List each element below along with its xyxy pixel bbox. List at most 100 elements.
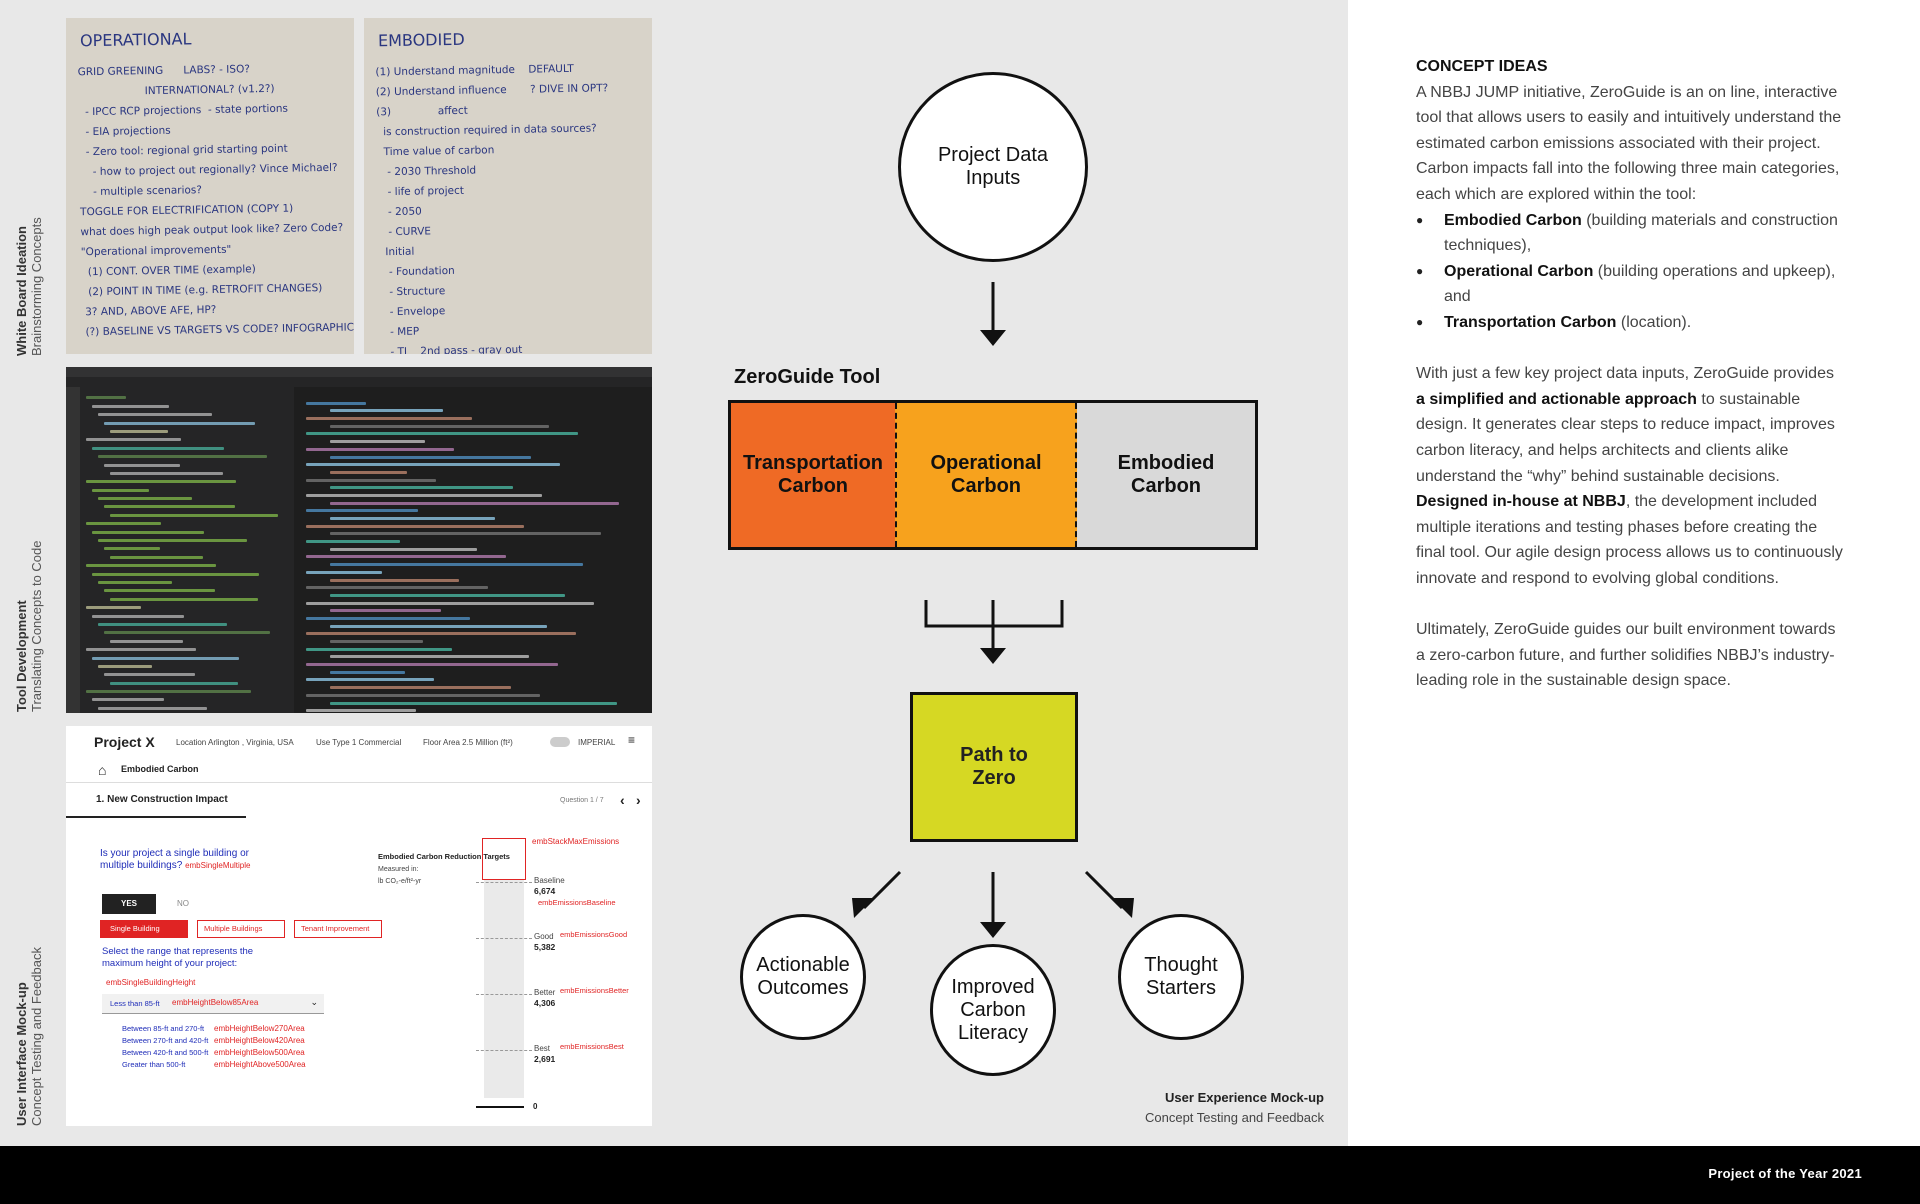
measured-units: lb CO₂-e/ft²-yr (378, 878, 422, 885)
arrow-path-to-thought-shaft (1084, 870, 1124, 910)
concept-heading: CONCEPT IDEAS (1416, 58, 1548, 75)
option-tenant-improvement[interactable]: Tenant Improvement (294, 920, 382, 938)
height-select-variable: embHeightBelow85Area (172, 998, 259, 1007)
bullet-bold: Operational Carbon (1444, 262, 1594, 280)
explorer-line (86, 522, 161, 526)
explorer-line (104, 547, 160, 551)
explorer-line (98, 455, 267, 459)
code-line (306, 586, 488, 590)
concept-intro: A NBBJ JUMP initiative, ZeroGuide is an … (1416, 83, 1842, 203)
explorer-line (86, 480, 236, 484)
text: With just a few key project data inputs,… (1416, 365, 1834, 383)
arrowhead-literacy (980, 922, 1006, 938)
arrowhead-path (980, 648, 1006, 664)
side-label-title: White Board Ideation (14, 226, 29, 356)
node-label: Path to Zero (960, 744, 1028, 789)
option-single-building[interactable]: Single Building (100, 920, 188, 938)
editor-code-area (298, 393, 648, 713)
code-line (330, 470, 407, 474)
menu-icon[interactable]: ≡ (628, 733, 636, 747)
explorer-line (104, 421, 255, 425)
explorer-line (104, 505, 235, 509)
whiteboard-title: EMBODIED (377, 29, 465, 51)
editor-tab-bar (66, 377, 652, 387)
section-title: Embodied Carbon (121, 764, 199, 774)
height-option-variable: embHeightBelow270Area (214, 1024, 305, 1033)
project-name: Project X (94, 734, 155, 750)
code-line (330, 624, 547, 628)
question-height-variable: embSingleBuildingHeight (106, 978, 196, 987)
code-line (330, 455, 531, 459)
arrowhead-thought (1112, 898, 1134, 918)
code-line (330, 424, 549, 428)
target-value: 5,382 (534, 942, 556, 952)
previous-question-icon[interactable]: ‹ (620, 792, 625, 808)
target-value: 2,691 (534, 1054, 556, 1064)
arrowhead-actionable (852, 898, 874, 918)
explorer-line (86, 564, 216, 568)
category-transportation-carbon: Transportation Carbon (731, 403, 896, 547)
explorer-line (104, 631, 270, 635)
side-label-whiteboard: White Board Ideation Brainstorming Conce… (14, 16, 44, 356)
explorer-line (98, 580, 172, 584)
explorer-line (92, 572, 259, 576)
height-select[interactable]: Less than 85-ft embHeightBelow85Area ⌄ (102, 994, 324, 1014)
targets-bar (484, 880, 524, 1098)
units-toggle[interactable] (550, 737, 570, 747)
targets-baseline-axis (476, 1106, 524, 1108)
thought-starters-node: Thought Starters (1118, 914, 1244, 1040)
explorer-line (86, 690, 251, 694)
side-label-tool-development: Tool Development Translating Concepts to… (14, 372, 44, 712)
project-location: Location Arlington , Virginia, USA (176, 738, 294, 747)
text-bold: Designed in-house at NBBJ (1416, 493, 1626, 511)
code-line (306, 709, 416, 713)
side-label-ui-mockup: User Interface Mock-up Concept Testing a… (14, 786, 44, 1126)
editor-title-bar (66, 367, 652, 377)
path-to-zero-node: Path to Zero (910, 692, 1078, 842)
concept-bullet-list: Embodied Carbon (building materials and … (1416, 208, 1846, 336)
explorer-line (104, 673, 195, 677)
height-option-label[interactable]: Between 270-ft and 420-ft (122, 1036, 209, 1045)
height-option-label[interactable]: Between 420-ft and 500-ft (122, 1048, 209, 1057)
code-line (330, 563, 583, 567)
diagram-caption-title: User Experience Mock-up (1165, 1090, 1324, 1105)
whiteboard-photo-operational: OPERATIONAL GRID GREENING LABS? - ISO? I… (66, 18, 354, 354)
bullet-bold: Transportation Carbon (1444, 313, 1617, 331)
next-question-icon[interactable]: › (636, 792, 641, 808)
height-option-variable: embHeightBelow420Area (214, 1036, 305, 1045)
target-variable: embEmissionsGood (560, 930, 628, 939)
stack-max-variable: embStackMaxEmissions (532, 837, 620, 846)
text-bold: a simplified and actionable approach (1416, 390, 1697, 408)
code-line (306, 540, 400, 544)
code-line (330, 501, 619, 505)
height-option-label[interactable]: Greater than 500-ft (122, 1060, 186, 1069)
target-variable: embEmissionsBaseline (538, 898, 616, 907)
bracket-tool-to-path (924, 600, 1064, 628)
code-line (306, 647, 452, 651)
editor-file-explorer (80, 387, 294, 713)
code-line (306, 555, 506, 559)
height-option-label[interactable]: Between 85-ft and 270-ft (122, 1024, 205, 1033)
project-data-inputs-node: Project Data Inputs (898, 72, 1088, 262)
whiteboard-photo-embodied: EMBODIED (1) Understand magnitude DEFAUL… (364, 18, 652, 354)
no-button[interactable]: NO (156, 894, 210, 914)
actionable-outcomes-node: Actionable Outcomes (740, 914, 866, 1040)
explorer-line (110, 555, 203, 559)
code-line (330, 578, 459, 582)
explorer-line (98, 622, 227, 626)
step-title: 1. New Construction Impact (96, 794, 228, 805)
option-multiple-buildings[interactable]: Multiple Buildings (197, 920, 285, 938)
code-line (306, 432, 578, 436)
chevron-down-icon: ⌄ (310, 997, 318, 1007)
category-operational-carbon: Operational Carbon (895, 403, 1078, 547)
measured-in-label: Measured in: (378, 866, 419, 873)
code-line (330, 440, 425, 444)
code-line (330, 593, 565, 597)
code-editor-screenshot (66, 367, 652, 713)
target-tick (476, 882, 532, 883)
project-use-type: Use Type 1 Commercial (316, 738, 402, 747)
concept-bullet: Embodied Carbon (building materials and … (1416, 208, 1846, 259)
explorer-line (98, 706, 207, 710)
explorer-line (92, 656, 239, 660)
yes-button[interactable]: YES (102, 894, 156, 914)
